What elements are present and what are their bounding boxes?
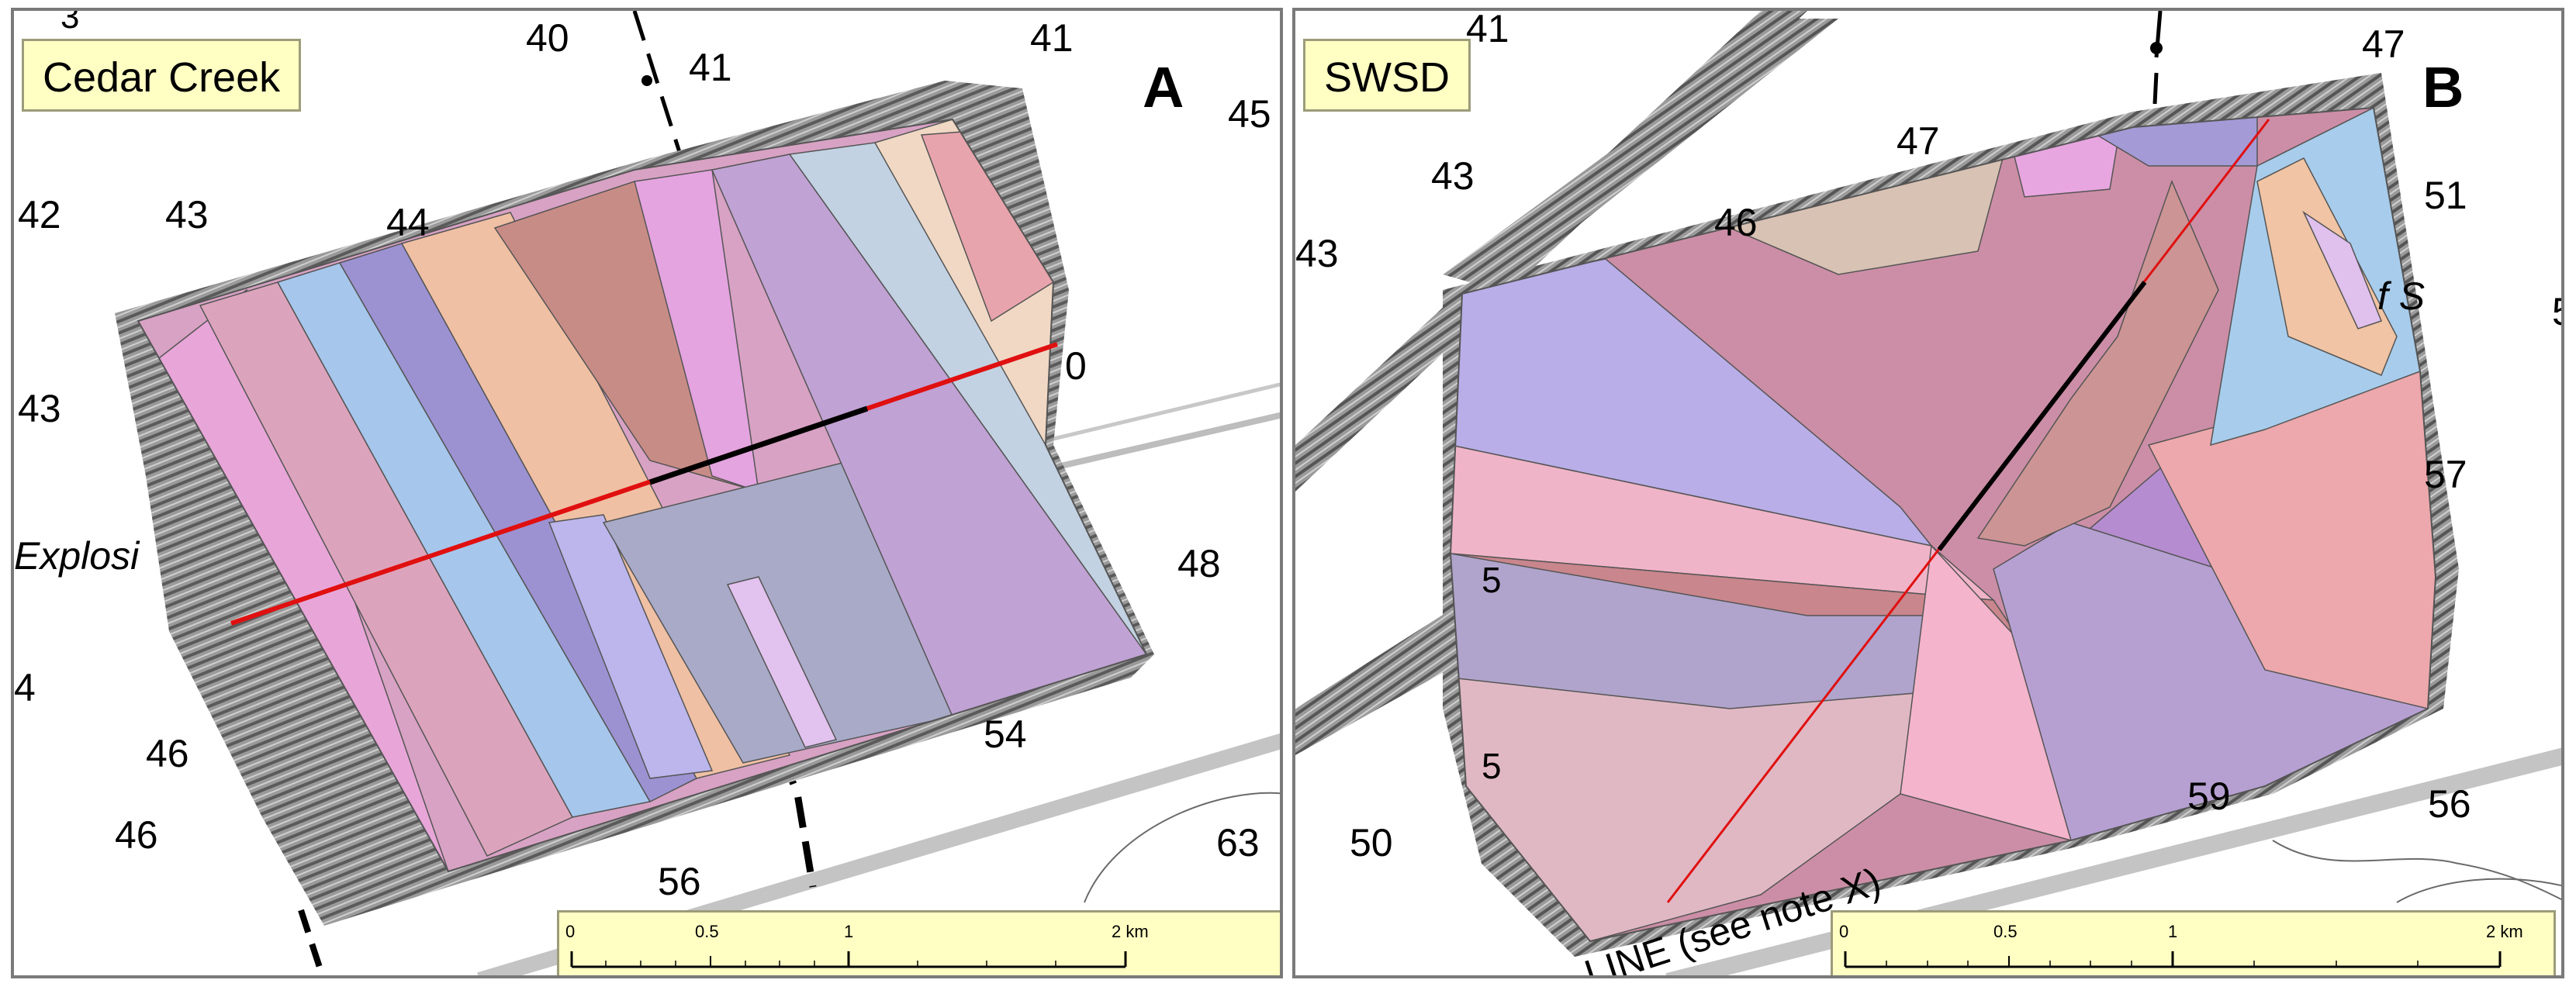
sounding-label: 46 bbox=[146, 732, 189, 775]
scale-tick-label: 0 bbox=[565, 922, 576, 941]
partial-chart-label: f S bbox=[2377, 274, 2425, 318]
depth-contour bbox=[1084, 792, 1280, 903]
sounding-label: 46 bbox=[1714, 201, 1758, 244]
sounding-label: 54 bbox=[984, 712, 1027, 756]
partial-chart-label: 4 bbox=[14, 666, 36, 709]
sounding-label: 47 bbox=[1897, 119, 1940, 163]
partial-chart-label: 5 bbox=[1482, 560, 1502, 600]
scale-tick-label: 2 km bbox=[2486, 922, 2523, 941]
sounding-label: 41 bbox=[689, 46, 732, 89]
partial-chart-label: 5 bbox=[2552, 290, 2564, 333]
profile-segment bbox=[1937, 281, 2147, 551]
scale-tick-label: 0 bbox=[1839, 922, 1849, 941]
sounding-label: 43 bbox=[18, 387, 61, 430]
sounding-label: 63 bbox=[1216, 821, 1260, 864]
scale-tick-label: 0.5 bbox=[1993, 922, 2018, 941]
track-line bbox=[298, 909, 326, 975]
survey-outline bbox=[137, 118, 1148, 873]
partial-chart-label: 0 bbox=[1065, 344, 1087, 388]
partial-chart-label: 3 bbox=[61, 11, 79, 36]
sounding-label: 43 bbox=[165, 193, 209, 236]
scale-tick-label: 1 bbox=[2168, 922, 2178, 941]
panel-letter: A bbox=[1143, 55, 1184, 119]
partial-chart-label: Explosi bbox=[14, 534, 140, 578]
depth-contour bbox=[2272, 840, 2561, 901]
panel-letter: B bbox=[2422, 55, 2464, 119]
scale-tick-label: 1 bbox=[844, 922, 854, 941]
sounding-label: 48 bbox=[1177, 542, 1221, 585]
map-panel-b[interactable]: 41 47 43 47 51 46 43 57 59 56 50 f S LIN… bbox=[1292, 8, 2564, 978]
site-name-label: SWSD bbox=[1303, 39, 1471, 112]
track-line bbox=[2152, 72, 2159, 105]
track-point bbox=[641, 75, 652, 86]
sounding-label: 43 bbox=[1431, 154, 1475, 198]
sounding-label: 44 bbox=[386, 201, 430, 244]
sounding-label: 51 bbox=[2424, 174, 2467, 217]
scale-bar-graphic bbox=[570, 951, 1127, 968]
sounding-label: 56 bbox=[658, 860, 701, 903]
profile-segment bbox=[648, 405, 869, 485]
sounding-label: 59 bbox=[2187, 775, 2231, 818]
sounding-label: 42 bbox=[18, 193, 61, 236]
scale-bar: 0 0.5 1 2 km bbox=[1831, 910, 2556, 975]
sounding-label: 41 bbox=[1030, 16, 1074, 60]
scale-tick-label: 2 km bbox=[1112, 922, 1149, 941]
site-name-label: Cedar Creek bbox=[22, 39, 302, 112]
sonar-track bbox=[1295, 600, 1489, 755]
survey-outline bbox=[1449, 106, 2437, 943]
sounding-label: 43 bbox=[1295, 232, 1339, 275]
scale-tick-label: 0.5 bbox=[695, 922, 719, 941]
sounding-label: 47 bbox=[2362, 22, 2405, 66]
map-canvas-b[interactable]: 41 47 43 47 51 46 43 57 59 56 50 f S LIN… bbox=[1295, 11, 2564, 978]
scale-bar: 0 0.5 1 2 km bbox=[557, 910, 1280, 975]
sounding-label: 40 bbox=[526, 16, 569, 60]
sounding-label: 45 bbox=[1228, 92, 1271, 136]
sounding-label: 46 bbox=[115, 813, 158, 857]
track-point bbox=[2150, 42, 2163, 54]
scale-bar-graphic bbox=[1844, 951, 2502, 968]
profile-line bbox=[230, 342, 1058, 626]
sounding-label: 50 bbox=[1350, 821, 1393, 864]
map-panel-a[interactable]: 40 41 41 45 42 43 44 43 48 46 46 54 56 6… bbox=[11, 8, 1283, 978]
depth-contour bbox=[2396, 878, 2561, 903]
sounding-label: 41 bbox=[1466, 11, 1509, 50]
sonar-track bbox=[1443, 19, 1838, 290]
partial-chart-label: 5 bbox=[1482, 746, 1502, 786]
sounding-label: 57 bbox=[2424, 453, 2467, 496]
sounding-label: 56 bbox=[2428, 782, 2471, 826]
map-canvas-a[interactable]: 40 41 41 45 42 43 44 43 48 46 46 54 56 6… bbox=[14, 11, 1283, 978]
chart-line bbox=[1665, 747, 2561, 975]
